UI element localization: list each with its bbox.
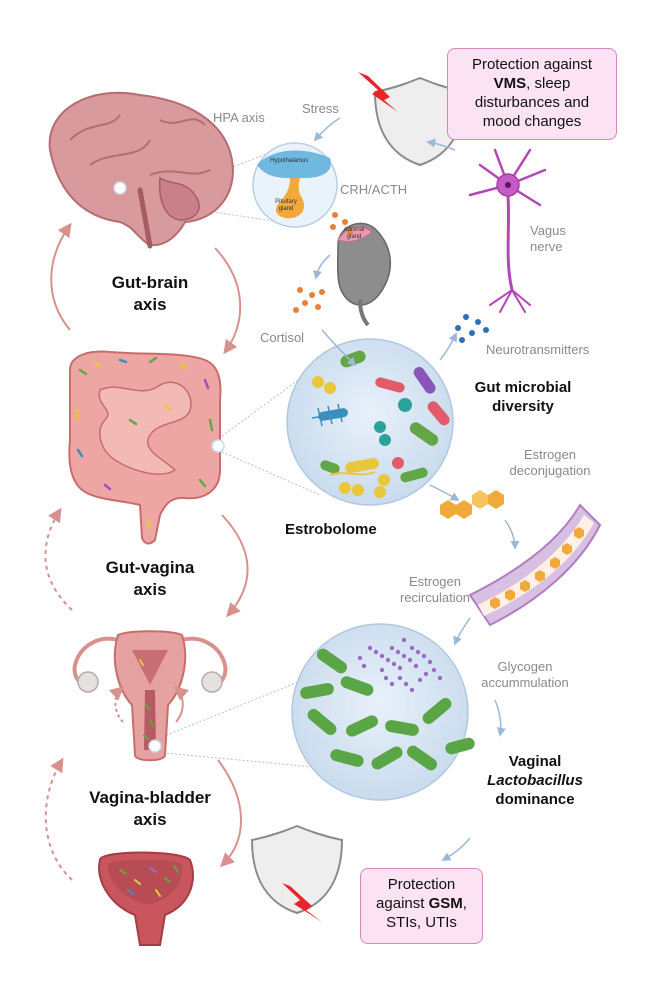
- glycogen-label-line2: accummulation: [481, 675, 569, 690]
- vaginal-label-line1: Vaginal: [508, 753, 562, 770]
- bottom-box-line2-pre: against: [376, 895, 429, 912]
- stress-label: Stress: [302, 101, 339, 116]
- top-box-line3: disturbances and: [474, 94, 590, 111]
- hypothalamus-label: Hypothalamus: [270, 158, 309, 164]
- vaginal-label-line3: dominance: [495, 791, 575, 808]
- gut-microbial-line2: diversity: [492, 398, 554, 415]
- cortisol-label: Cortisol: [260, 330, 305, 345]
- bladder-illustration: [98, 851, 194, 946]
- glycogen-accumulation-label: Glycogen accummulation: [470, 659, 580, 691]
- kidney-illustration: [336, 222, 392, 327]
- vagina-bladder-axis-label: Vagina-bladder axis: [50, 787, 250, 831]
- gut-vagina-axis-label: Gut-vagina axis: [70, 557, 230, 601]
- gut-microbial-line1: Gut microbial: [474, 379, 572, 396]
- gut-brain-line2: axis: [133, 295, 167, 314]
- neurotransmitters-label: Neurotransmitters: [486, 342, 590, 357]
- brain-illustration: [48, 91, 234, 249]
- bottom-protection-box: Protection against GSM, STIs, UTIs: [360, 868, 483, 944]
- flow-arrows: [313, 117, 520, 861]
- bottom-box-line3: STIs, UTIs: [386, 914, 457, 931]
- gut-microbiome-circle: [286, 338, 454, 506]
- top-box-line1: Protection against: [471, 56, 593, 73]
- gut-brain-line1: Gut-brain: [111, 273, 189, 292]
- vaginal-label-line2: Lactobacillus: [487, 772, 583, 789]
- bottom-box-line1: Protection: [387, 876, 456, 893]
- estrogen-deconj-line1: Estrogen: [523, 447, 577, 462]
- bottom-box-gsm: GSM: [428, 895, 463, 912]
- estrobolome-label: Estrobolome: [285, 521, 377, 538]
- gut-microbial-diversity-label: Gut microbial diversity: [468, 378, 578, 416]
- top-box-line2-rest: , sleep: [526, 75, 571, 92]
- adrenal-label: Adrenal gland: [343, 227, 365, 241]
- vagina-bladder-line1: Vagina-bladder: [89, 788, 211, 807]
- hpa-axis-label: HPA axis: [213, 110, 265, 125]
- vaginal-microbiome-circle: [291, 623, 475, 801]
- vagus-label-line1: Vagus: [530, 223, 566, 238]
- vaginal-lactobacillus-label: Vaginal Lactobacillus dominance: [480, 752, 590, 809]
- bottom-lightning-icon: [282, 883, 322, 922]
- uterus-illustration: [72, 630, 228, 762]
- adrenal-label-line1: Adrenal: [343, 227, 365, 233]
- glycogen-dots: [357, 637, 443, 693]
- estrogen-deconj-line2: deconjugation: [509, 463, 591, 478]
- top-protection-box: Protection against VMS, sleep disturbanc…: [447, 48, 617, 140]
- bottom-box-line2-post: ,: [462, 895, 467, 912]
- crh-acth-label: CRH/ACTH: [340, 182, 408, 197]
- crh-acth-dots: [330, 212, 353, 235]
- glycogen-label-line1: Glycogen: [497, 659, 553, 674]
- bottom-box-line2: against GSM,: [365, 894, 478, 913]
- top-box-line4: mood changes: [482, 113, 582, 130]
- vagus-nerve-label: Vagus nerve: [530, 223, 566, 255]
- estrogen-recirc-line1: Estrogen: [408, 574, 462, 589]
- neuron-illustration: [468, 148, 547, 313]
- estrogen-deconjugation-label: Estrogen deconjugation: [490, 447, 610, 479]
- neurotransmitter-dots: [455, 314, 489, 343]
- gut-vagina-line1: Gut-vagina: [105, 558, 195, 577]
- bottom-shield-icon: [250, 824, 344, 915]
- pituitary-label-line1: Pituitary: [275, 199, 297, 205]
- gut-brain-axis-label: Gut-brain axis: [70, 272, 230, 316]
- estrogen-molecule-icon: [440, 490, 504, 519]
- hpa-circle: [252, 142, 338, 228]
- vagina-bladder-line2: axis: [133, 810, 167, 829]
- estrogen-recirc-line2: recirculation: [399, 590, 471, 605]
- top-box-line2: VMS, sleep: [452, 74, 612, 93]
- top-box-vms: VMS: [493, 75, 527, 92]
- gut-vagina-line2: axis: [133, 580, 167, 599]
- top-lightning-icon: [358, 72, 398, 112]
- intestine-illustration: [68, 350, 225, 545]
- blood-vessel-illustration: [468, 503, 602, 627]
- pituitary-label: Pituitary gland: [274, 199, 298, 213]
- vagus-label-line2: nerve: [530, 239, 563, 254]
- estrogen-recirculation-label: Estrogen recirculation: [380, 574, 490, 606]
- axis-arrows: [44, 222, 249, 881]
- pituitary-label-line2: gland: [278, 206, 294, 212]
- cortisol-dots: [293, 287, 325, 313]
- adrenal-label-line2: gland: [346, 234, 362, 240]
